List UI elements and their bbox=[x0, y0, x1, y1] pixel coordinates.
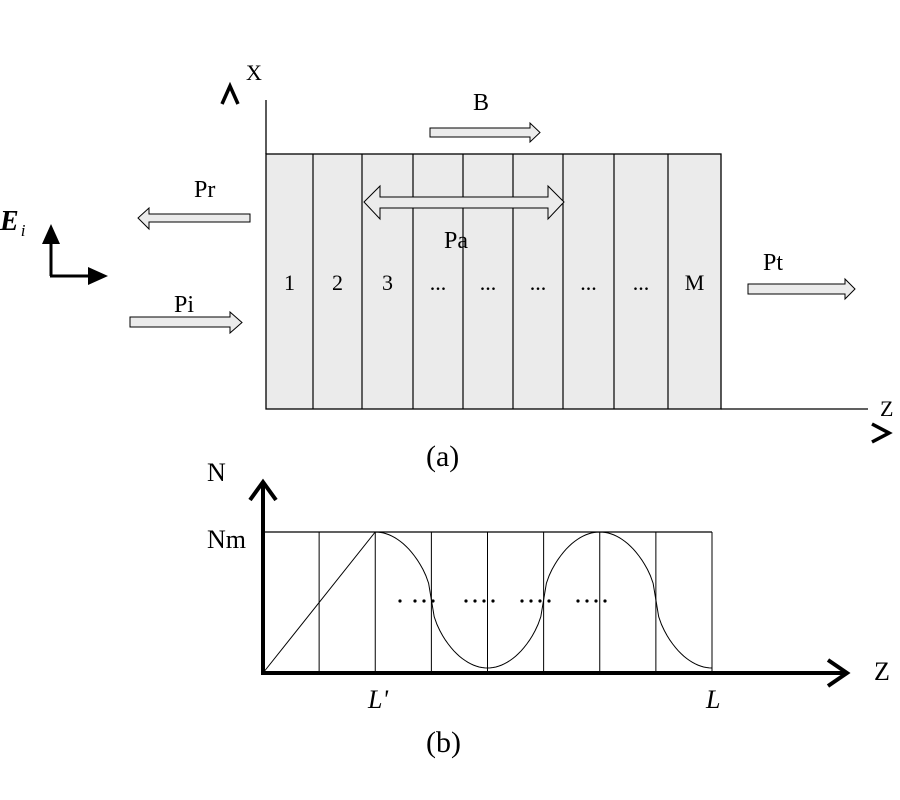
ellipsis-dot bbox=[422, 599, 426, 603]
ellipsis-dot bbox=[585, 599, 589, 603]
ellipsis-dot bbox=[594, 599, 598, 603]
ellipsis-dot bbox=[520, 599, 524, 603]
b-field-arrow-icon bbox=[429, 121, 541, 144]
pt-transmitted-arrow-icon bbox=[747, 277, 856, 301]
ellipsis-dot bbox=[538, 599, 542, 603]
l-tick-label: L bbox=[705, 685, 720, 714]
ellipsis-dot bbox=[603, 599, 607, 603]
density-curve bbox=[262, 531, 713, 674]
panel-b: N Nm Z L' L (b) bbox=[207, 458, 890, 759]
ellipsis-dot bbox=[529, 599, 533, 603]
n-axis-arrow-icon bbox=[248, 478, 278, 502]
z-axis-b-label: Z bbox=[874, 657, 890, 686]
ellipsis-dot bbox=[482, 599, 486, 603]
ellipsis-dot bbox=[547, 599, 551, 603]
pi-incident-arrow-icon bbox=[129, 310, 243, 335]
x-axis-label: X bbox=[246, 60, 262, 85]
layer-label: 1 bbox=[284, 270, 295, 295]
n-axis-label: N bbox=[207, 458, 226, 487]
pa-label: Pa bbox=[444, 228, 468, 254]
layer-label: 2 bbox=[332, 270, 343, 295]
layer-labels: 1 2 3............... M bbox=[284, 270, 704, 295]
pa-double-arrow-icon bbox=[363, 184, 565, 221]
segment-lines bbox=[318, 532, 713, 673]
pr-reflected-arrow-icon bbox=[137, 206, 251, 231]
nm-tick-label: Nm bbox=[207, 525, 246, 554]
pi-label: Pi bbox=[174, 292, 194, 318]
z-axis-b-arrow-icon bbox=[826, 658, 851, 688]
pt-label: Pt bbox=[763, 250, 783, 276]
l-prime-tick-label: L' bbox=[367, 685, 388, 714]
ei-label-main: E bbox=[0, 206, 19, 237]
layer-label: ... bbox=[430, 270, 447, 295]
x-axis-arrow-icon bbox=[220, 81, 240, 105]
z-axis-arrow-icon bbox=[871, 422, 893, 444]
b-field-label: B bbox=[473, 90, 489, 116]
layer-label: ... bbox=[530, 270, 547, 295]
ellipsis-dot bbox=[431, 599, 435, 603]
panel-a: 1 2 3............... M X Z B Pa Pr Pi Pt bbox=[0, 60, 893, 473]
ei-polarization-icon bbox=[42, 224, 108, 285]
layer-label: M bbox=[685, 270, 705, 295]
layer-label: ... bbox=[480, 270, 497, 295]
ei-label-sub: i bbox=[21, 221, 26, 240]
z-axis-label: Z bbox=[880, 396, 893, 421]
ellipsis-dot bbox=[398, 599, 402, 603]
layer-label: ... bbox=[633, 270, 650, 295]
ellipsis-dot bbox=[413, 599, 417, 603]
ellipsis-dot bbox=[464, 599, 468, 603]
pr-label: Pr bbox=[194, 177, 215, 203]
ellipsis-dots bbox=[398, 599, 607, 603]
ellipsis-dot bbox=[576, 599, 580, 603]
panel-b-caption: (b) bbox=[426, 726, 461, 759]
layer-label: 3 bbox=[382, 270, 393, 295]
panel-a-caption: (a) bbox=[426, 440, 459, 473]
ellipsis-dot bbox=[491, 599, 495, 603]
ellipsis-dot bbox=[473, 599, 477, 603]
layer-label: ... bbox=[580, 270, 597, 295]
